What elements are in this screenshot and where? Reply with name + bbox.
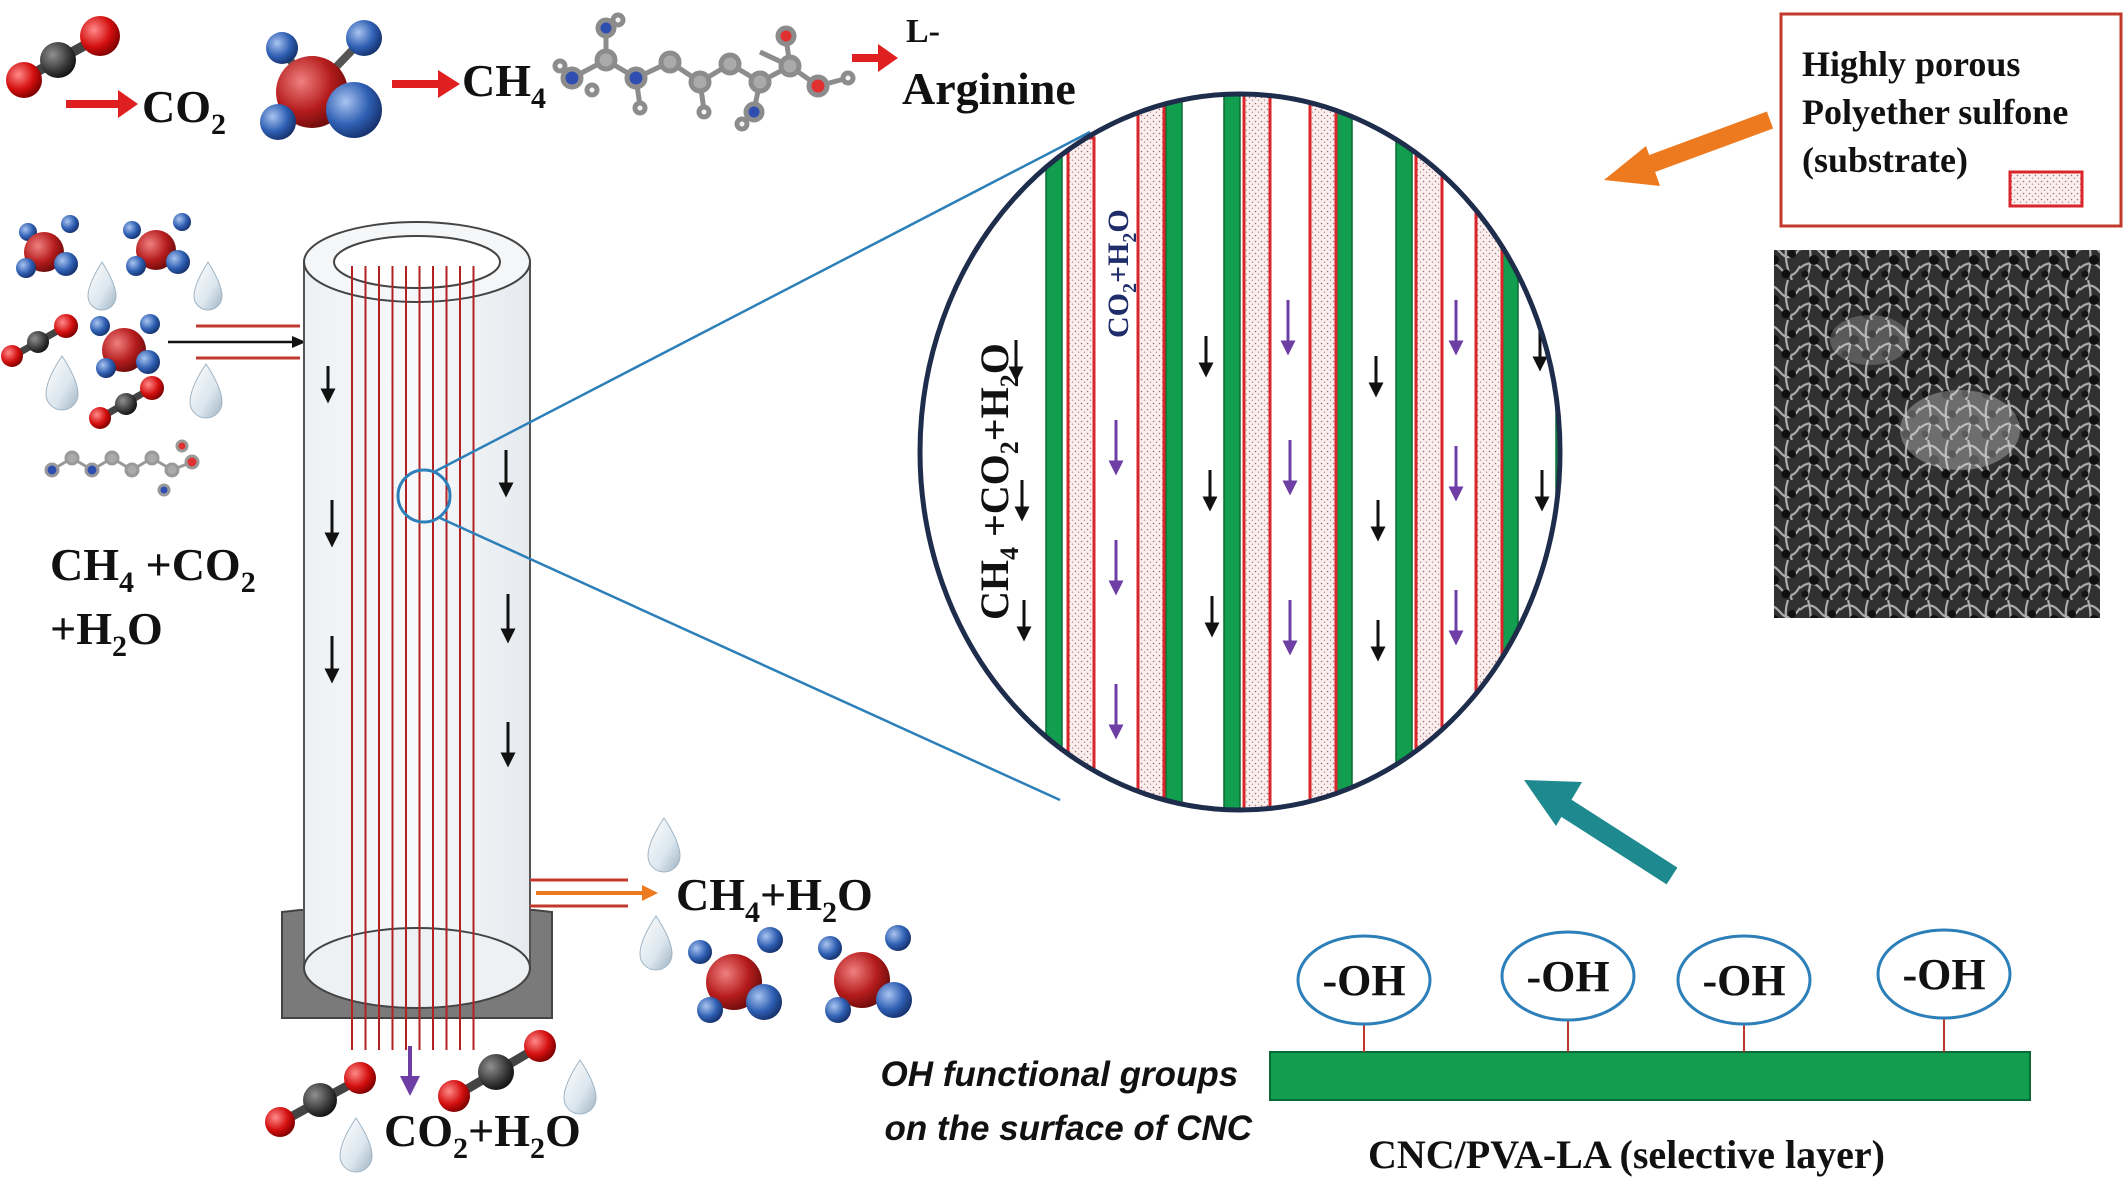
- water-drop-icon: [563, 1059, 597, 1115]
- cnc-selective-layer: [1165, 94, 1183, 810]
- cnc-selective-layer: [1668, 212, 1684, 690]
- pes-substrate-layer: [1308, 94, 1338, 810]
- module-shell: [303, 261, 531, 969]
- hollow-fiber-bundle: [351, 266, 475, 1050]
- water-drop-icon: [45, 355, 79, 411]
- feed-molecules-cluster: [1, 213, 223, 497]
- water-drop-icon: [189, 363, 223, 419]
- co-molecule-icon: [438, 1030, 556, 1112]
- arginine-label: Arginine: [902, 63, 1076, 114]
- retentate-outlet-pipe: [530, 878, 658, 908]
- ch4-molecule-icon: [260, 20, 382, 140]
- pes-substrate-layer: [1414, 94, 1444, 810]
- pes-substrate-layer: [1242, 94, 1272, 810]
- zoom-feed-label: CH4 +CO2+H2O: [972, 343, 1024, 620]
- zoom-cross-section: CH4 +CO2+H2O CO2+H2O: [917, 91, 1684, 813]
- teal-pointer-arrow: [1524, 780, 1678, 885]
- oh-caption: OH functional groups on the surface of C…: [881, 1055, 1253, 1148]
- pes-substrate-layer: [1474, 94, 1504, 810]
- cnc-selective-layer: [1335, 94, 1353, 810]
- module-top-inner: [333, 235, 501, 289]
- co2-label: CO2: [142, 81, 226, 141]
- pes-substrate-layer: [1640, 220, 1666, 700]
- zoom-connector-bottom: [439, 516, 1061, 802]
- ch4-label: CH4: [462, 55, 546, 115]
- ch4-molecule-icon: [688, 927, 783, 1023]
- feed-inlet-pipe: [168, 324, 306, 360]
- co-molecule-icon: [6, 16, 120, 98]
- ch4-molecule-icon: [90, 314, 160, 378]
- cnc-selective-layer: [1223, 94, 1241, 810]
- oh-group-bubble: [1296, 934, 1432, 1026]
- legend-line-1: Highly porous: [1802, 44, 2020, 84]
- red-arrow-icon: [66, 90, 138, 118]
- ch4-molecule-icon: [123, 213, 191, 276]
- oh-group-label: -OH: [1902, 950, 1985, 999]
- cnc-selective-layer: [1045, 141, 1063, 787]
- pes-substrate-layer: [1066, 136, 1096, 798]
- ch4-molecule-icon: [818, 925, 912, 1023]
- red-arrow-icon: [852, 44, 898, 72]
- cnc-selective-layer: [1395, 94, 1413, 810]
- l-prefix-label: L-: [906, 13, 940, 50]
- legend-substrate-swatch: [2008, 170, 2084, 208]
- sem-micrograph: [1774, 250, 2100, 618]
- water-drop-icon: [647, 817, 681, 873]
- arginine-molecule-icon: [44, 439, 200, 497]
- legend-line-2: Polyether sulfone: [1802, 92, 2068, 132]
- feed-composition-label: CH4 +CO2 +H2O: [50, 539, 267, 663]
- oh-group-bubble: [1876, 928, 2012, 1020]
- oh-group-bubble: [1676, 934, 1812, 1026]
- water-drop-icon: [339, 1117, 373, 1173]
- zoom-flow-arrows: [1008, 300, 1550, 740]
- water-drop-icon: [87, 261, 117, 311]
- zoom-permeate-label: CO2+H2O: [1102, 209, 1141, 338]
- reaction-top-row: CO2 CH4: [6, 12, 1076, 141]
- oh-group-label: -OH: [1322, 956, 1405, 1005]
- substrate-legend: Highly porous Polyether sulfone (substra…: [1779, 12, 2123, 228]
- red-arrow-icon: [392, 70, 460, 98]
- retentate-composition-label: CH4+H2O: [676, 869, 873, 929]
- pes-substrate-layer: [1580, 136, 1606, 770]
- shell-flow-arrows: [320, 366, 516, 768]
- oh-group-bubble: [1500, 930, 1636, 1022]
- hollow-fiber-module: [281, 221, 553, 1050]
- zoom-connector-top: [433, 130, 1091, 474]
- co-molecule-icon: [1, 314, 78, 367]
- orange-pointer-arrow: [1604, 111, 1774, 186]
- co-molecule-icon: [265, 1062, 376, 1137]
- co-molecule-icon: [89, 376, 164, 429]
- water-drop-icon: [193, 261, 223, 311]
- selective-layer-detail: -OH -OH -OH -OH OH functional groups on the…: [881, 928, 2031, 1177]
- oh-groups: -OH -OH -OH -OH: [1296, 928, 2012, 1052]
- cnc-selective-layer: [1501, 94, 1519, 810]
- permeate-composition-label: CO2+H2O: [384, 1105, 581, 1165]
- zoom-focus-circle: [396, 468, 452, 524]
- legend-line-3: (substrate): [1802, 140, 1968, 180]
- oh-group-label: -OH: [1526, 952, 1609, 1001]
- arginine-molecule-icon: [552, 12, 856, 132]
- pes-substrate-layer: [1136, 94, 1166, 810]
- oh-group-label: -OH: [1702, 956, 1785, 1005]
- water-drop-icon: [639, 915, 673, 971]
- ch4-molecule-icon: [16, 215, 79, 278]
- selective-layer-label: CNC/PVA-LA (selective layer): [1368, 1132, 1885, 1177]
- zoom-circle-border: [917, 91, 1563, 813]
- cnc-selective-layer-bar: [1269, 1051, 2031, 1101]
- module-bottom-rim: [303, 927, 531, 1009]
